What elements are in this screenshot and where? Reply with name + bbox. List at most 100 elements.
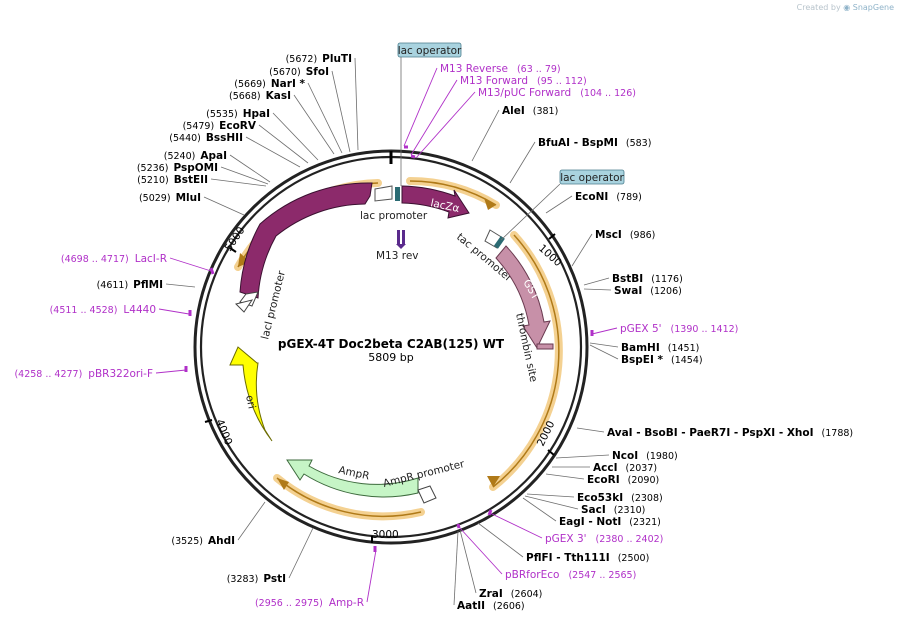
tick-label-3000: 3000 [372, 529, 399, 541]
primer-range: (4511 .. 4528) [50, 305, 118, 316]
primer-range: (4258 .. 4277) [14, 369, 82, 380]
primer-site-M13Fwd[interactable]: M13 Forward(95 .. 112) [410, 75, 587, 156]
enzyme-site-EcoRI[interactable]: EcoRI(2090) [545, 473, 659, 486]
enzyme-leader [331, 70, 351, 153]
plasmid-length: 5809 bp [368, 351, 413, 364]
enzyme-site-NcoI[interactable]: NcoI(1980) [555, 450, 678, 462]
enzyme-leader [524, 495, 579, 510]
enzyme-site-PflFI[interactable]: PflFI - Tth111I (2500) [477, 522, 650, 564]
enzyme-site-BfuAI[interactable]: BfuAI - BspMI(583) [509, 137, 651, 184]
enzyme-position: (2500) [618, 553, 650, 564]
primer-site-pGEX5[interactable]: pGEX 5'(1390 .. 1412) [591, 323, 739, 335]
enzyme-site-HpaI[interactable]: HpaI(5535) [206, 108, 319, 161]
tick-label-4000: 4000 [213, 418, 234, 447]
enzyme-site-PluTI[interactable]: PluTI(5672) [286, 53, 359, 151]
feature-label-M13-rev: M13 rev [376, 250, 419, 262]
primer-site-pGEX3[interactable]: pGEX 3'(2380 .. 2402) [489, 512, 663, 545]
feature-M13-rev[interactable]: M13 rev [376, 230, 419, 262]
enzyme-site-AhdI[interactable]: AhdI(3525) [171, 501, 266, 547]
enzyme-position: (2308) [631, 493, 663, 504]
primer-leader [366, 549, 377, 603]
enzyme-site-SwaI[interactable]: SwaI(1206) [583, 285, 682, 297]
enzyme-site-EcoRV[interactable]: EcoRV(5479) [183, 120, 309, 164]
enzyme-position: (1980) [646, 451, 678, 462]
enzyme-leader [589, 344, 619, 360]
primer-site-pBRforEco[interactable]: pBRforEco(2547 .. 2565) [458, 526, 636, 581]
enzyme-name: AatII [457, 600, 485, 612]
enzyme-site-AccI[interactable]: AccI(2037) [552, 462, 657, 474]
primer-range: (4698 .. 4717) [61, 254, 129, 265]
enzyme-position: (5672) [286, 54, 318, 65]
enzyme-site-SacI[interactable]: SacI(2310) [524, 495, 645, 516]
enzyme-position: (5210) [137, 175, 169, 186]
enzyme-leader [453, 530, 459, 606]
enzyme-site-NarI[interactable]: NarI * (5669) [234, 78, 343, 154]
primer-range: (63 .. 79) [517, 64, 561, 75]
enzyme-site-BamHI[interactable]: BamHI(1451) [589, 342, 699, 354]
enzyme-site-PstI[interactable]: PstI(3283) [227, 527, 314, 585]
enzyme-site-BssHII[interactable]: BssHII (5440) [169, 132, 301, 168]
enzyme-name: BstBI [612, 273, 643, 285]
feature-lacZa[interactable]: lacZα [401, 185, 470, 219]
enzyme-leader [509, 141, 536, 184]
primer-leader [591, 327, 618, 335]
enzyme-site-AleI[interactable]: AleI(381) [471, 105, 558, 162]
primer-site-LacIR[interactable]: LacI-R(4698 .. 4717) [61, 253, 212, 272]
enzyme-site-AvaI[interactable]: AvaI - BsoBI - PaeR7I - PspXI - XhoI(178… [576, 427, 854, 439]
primer-leader [403, 67, 438, 147]
enzyme-leader [555, 454, 610, 459]
enzyme-leader [288, 527, 314, 579]
credit-prefix: Created by [796, 3, 841, 12]
enzyme-site-ApaI[interactable]: ApaI(5240) [164, 150, 271, 183]
primer-name: L4440 [123, 304, 156, 316]
primer-leader [489, 512, 543, 539]
enzyme-name: EcoRI [587, 474, 620, 486]
primer-site-L4440[interactable]: L4440 (4511 .. 4528) [50, 304, 190, 316]
enzyme-site-ZraI[interactable]: ZraI(2604) [459, 529, 542, 600]
feature-label-lac-promoter: lac promoter [360, 210, 428, 222]
enzyme-position: (5670) [269, 67, 301, 78]
lac-operator-callout-1[interactable]: lac operator [397, 42, 462, 186]
enzyme-site-MluI[interactable]: MluI(5029) [139, 192, 245, 216]
enzyme-name: NarI * [271, 78, 306, 90]
enzyme-leader [583, 277, 610, 286]
enzyme-leader [583, 288, 612, 291]
primer-site-pBR322[interactable]: pBR322ori-F(4258 .. 4277) [14, 368, 187, 380]
enzyme-name: MscI [595, 229, 622, 241]
enzyme-site-AatII[interactable]: AatII(2606) [453, 530, 525, 612]
enzyme-site-BstBI[interactable]: BstBI (1176) [583, 273, 683, 286]
enzyme-site-KasI[interactable]: KasI(5668) [229, 90, 335, 155]
enzyme-position: (2037) [625, 463, 657, 474]
enzyme-position: (986) [630, 230, 656, 241]
plasmid-name: pGEX-4T Doc2beta C2AB(125) WT [278, 337, 505, 351]
primer-site-M13pUC[interactable]: M13/pUC Forward(104 .. 126) [415, 87, 636, 159]
feature-label-AmpR-promoter: AmpR promoter [382, 458, 467, 490]
enzyme-site-BspEI[interactable]: BspEI *(1454) [589, 344, 703, 366]
enzyme-site-PflMI[interactable]: PflMI(4611) [97, 279, 196, 291]
enzyme-site-BstEII[interactable]: BstEII(5210) [137, 174, 267, 187]
enzyme-leader [477, 522, 524, 558]
enzyme-site-EcoNI[interactable]: EcoNI(789) [545, 191, 642, 214]
enzyme-leader [237, 501, 266, 541]
primer-site-AmpR[interactable]: Amp-R(2956 .. 2975) [255, 549, 377, 609]
primer-name: M13/pUC Forward [478, 87, 571, 99]
enzyme-position: (1176) [651, 274, 683, 285]
enzyme-leader [293, 94, 335, 155]
enzyme-site-SfoI[interactable]: SfoI(5670) [269, 66, 351, 153]
enzyme-name: BssHII [206, 132, 243, 144]
enzyme-position: (1788) [822, 428, 854, 439]
enzyme-site-MscI[interactable]: MscI (986) [571, 229, 656, 267]
feature-ori[interactable]: ori [229, 346, 273, 442]
enzyme-position: (5440) [169, 133, 201, 144]
primer-range: (1390 .. 1412) [671, 324, 739, 335]
primer-leader [458, 526, 503, 575]
primer-site-M13Rev[interactable]: M13 Reverse(63 .. 79) [403, 63, 561, 147]
enzyme-site-Eco53kI[interactable]: Eco53kI(2308) [526, 492, 663, 504]
enzyme-site-PspOMI[interactable]: PspOMI(5236) [137, 162, 269, 185]
enzyme-site-EagI[interactable]: EagI - NotI(2321) [522, 497, 661, 528]
enzyme-position: (5669) [234, 79, 266, 90]
enzyme-leader [471, 109, 500, 162]
feature-lac-promoter[interactable]: lac promoter [360, 185, 428, 222]
lac-operator-callout-2[interactable]: lac operator [500, 169, 624, 241]
enzyme-name: PflFI - Tth111I [526, 552, 610, 564]
